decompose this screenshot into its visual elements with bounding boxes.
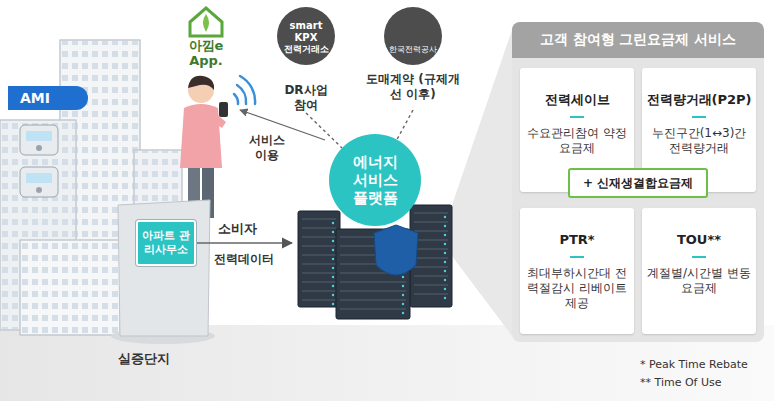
node-title: AMI (20, 90, 50, 106)
app-logo-icon (190, 8, 222, 36)
node-title: 전력량거래(P2P) (647, 92, 752, 126)
plan-box: TOU**계절별/시간별 변동 요금제 (642, 208, 756, 334)
node-title: 아파트 관리사무소 (138, 229, 194, 257)
combo-box: + 신재생결합요금제 (568, 168, 708, 198)
logo-node: smart KPX전력거래소 DR사업 참여 (272, 5, 340, 113)
node-text: 도매계약 (규제개선 이후) (365, 72, 461, 102)
footnote: * Peak Time Rebate (640, 358, 748, 371)
node-title: 에너지 서비스 플랫폼 (344, 153, 406, 207)
node-title: + 신재생결합요금제 (583, 175, 693, 192)
site-label: 실증단지 (118, 350, 170, 368)
node-text: 최대부하시간대 전력절감시 리베이트 제공 (524, 266, 630, 311)
kiosk (111, 200, 215, 344)
office-sign: 아파트 관리사무소 (136, 220, 196, 266)
connector (196, 242, 292, 243)
node-title: 전력세이브 (545, 92, 610, 126)
footnote: ** Time Of Use (640, 376, 722, 389)
node-title: smart KPX (281, 20, 331, 44)
connector (306, 113, 342, 148)
plan-box: PTR*최대부하시간대 전력절감시 리베이트 제공 (520, 208, 634, 334)
node-title: TOU** (677, 232, 721, 266)
person (180, 76, 228, 218)
edge-label: 전력데이터 (212, 251, 276, 268)
circle-shape (277, 7, 335, 65)
node-title: 고객 참여형 그린요금제 서비스 (512, 22, 764, 58)
wifi-symbol (234, 76, 255, 104)
actor-label: 소비자 (218, 220, 257, 238)
node-text: DR사업 참여 (280, 83, 332, 113)
app-logo-text: 아낌e App. (178, 38, 234, 68)
node-text: 전력거래소 (284, 44, 329, 55)
circle-shape (329, 134, 421, 226)
circle-shape (384, 7, 442, 65)
node-title: 한국전력공사 (389, 45, 437, 55)
flow-label: 서비스 이용 (244, 133, 290, 163)
platform-circle: 에너지 서비스 플랫폼 (292, 133, 458, 323)
node-text: 누진구간(1↔3)간 전력량거래 (646, 126, 752, 156)
tag-label: AMI (8, 86, 88, 110)
node-title: PTR* (559, 232, 594, 266)
node-text: 계절별/시간별 변동 요금제 (646, 266, 752, 296)
service-panel: 고객 참여형 그린요금제 서비스전력세이브수요관리참여 약정요금제 전력량거래(P… (512, 22, 764, 342)
meter-icons (20, 125, 58, 197)
connector (397, 110, 413, 140)
logo-node: 한국전력공사도매계약 (규제개선 이후) (365, 5, 461, 110)
node-text: 수요관리참여 약정요금제 (524, 126, 630, 156)
